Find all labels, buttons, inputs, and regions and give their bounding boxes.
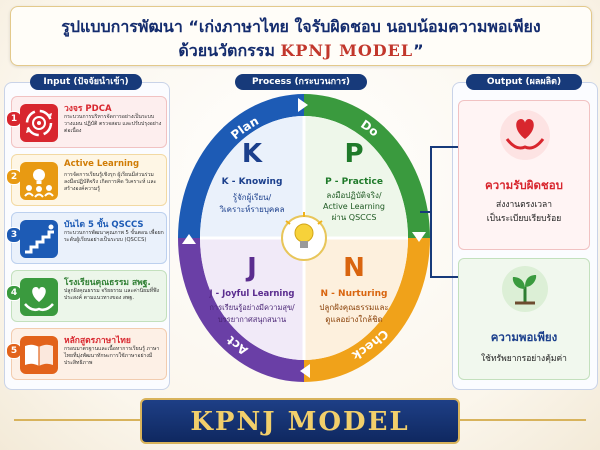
output-title-sufficiency: ความพอเพียง — [490, 330, 558, 344]
act-ring-segment — [178, 238, 304, 382]
input-item-thai-curriculum: 5 หลักสูตรภาษาไทย กรอบมาตรฐานและเนื้อหาก… — [6, 328, 167, 380]
input-number-2: 2 — [6, 169, 22, 185]
input-desc-thai-curriculum: กรอบมาตรฐานและเนื้อหาการเรียนรู้ ภาษาไทย… — [64, 346, 160, 366]
title-line-2: ด้วยนวัตกรรม KPNJ MODEL” — [11, 39, 591, 64]
input-item-pdca: 1 วงจร PDCA กระบวนการบริหารจัดการอย่างเป… — [6, 96, 167, 148]
arrow-check-to-act-icon — [300, 364, 310, 378]
model-banner: KPNJ MODEL — [140, 398, 460, 444]
arrow-plan-to-do-icon — [298, 98, 308, 112]
pdca-cycle-diagram: Plan Do Check Act K K - Knowing รู้จักผู… — [178, 94, 430, 382]
n-desc-2: ดูแลอย่างใกล้ชิด — [325, 315, 382, 325]
k-quadrant — [200, 116, 304, 238]
heart-in-hands-icon — [500, 110, 550, 160]
n-letter: N — [343, 253, 365, 283]
input-title-thai-curriculum: หลักสูตรภาษาไทย — [64, 336, 131, 346]
process-header: Process (กระบวนการ) — [235, 74, 367, 90]
input-desc-moral-school: ปลูกฝังคุณธรรม จริยธรรม และค่านิยมที่พึง… — [64, 288, 160, 301]
heart-hands-icon — [20, 278, 58, 316]
p-desc-1: ลงมือปฏิบัติจริง/ — [326, 191, 382, 200]
stairs-icon — [20, 220, 58, 258]
j-desc-1: การเรียนรู้อย่างมีความสุข/ — [209, 303, 295, 312]
input-title-pdca: วงจร PDCA — [64, 104, 112, 114]
input-desc-qsccs: กระบวนการพัฒนาคุณภาพ 5 ขั้นตอน เพื่อยกระ… — [64, 230, 164, 243]
k-letter: K — [242, 139, 263, 169]
title-line-2-prefix: ด้วยนวัตกรรม — [178, 41, 275, 60]
output-desc-responsibility-2: เป็นระเบียบเรียบร้อย — [486, 214, 562, 224]
arrow-do-to-check-icon — [412, 232, 426, 242]
k-desc-2: วิเคราะห์รายบุคคล — [219, 204, 285, 214]
bracket-bottom-arm — [430, 276, 458, 278]
title-box: รูปแบบการพัฒนา “เก่งภาษาไทย ใจรับผิดชอบ … — [10, 6, 592, 66]
plan-ring-segment — [178, 94, 304, 238]
j-name: J - Joyful Learning — [209, 289, 295, 299]
sprout-icon — [502, 266, 548, 312]
p-desc-2: Active Learning — [323, 202, 385, 211]
gears-cycle-icon — [20, 104, 58, 142]
j-quadrant — [200, 238, 304, 360]
title-line-2-suffix: ” — [413, 41, 424, 60]
input-item-active-learning: 2 Active Learning การจัดการเรียนรู้เชิงร… — [6, 154, 167, 206]
k-name: K - Knowing — [222, 177, 283, 187]
output-item-sufficiency: ความพอเพียง ใช้ทรัพยากรอย่างคุ้มค่า — [458, 258, 590, 380]
input-title-qsccs: บันได 5 ขั้น QSCCS — [64, 220, 144, 230]
input-item-qsccs: 3 บันได 5 ขั้น QSCCS กระบวนการพัฒนาคุณภา… — [6, 212, 167, 264]
p-desc-3: ผ่าน QSCCS — [332, 213, 377, 222]
banner-right-ornament — [460, 419, 586, 421]
n-name: N - Nurturing — [321, 289, 388, 299]
output-desc-responsibility-1: ส่งงานตรงเวลา — [496, 200, 552, 210]
k-desc-1: รู้จักผู้เรียน/ — [233, 193, 272, 203]
lightbulb-icon — [281, 212, 327, 261]
title-model-name: KPNJ MODEL — [280, 41, 414, 60]
bracket-top-arm — [430, 146, 458, 148]
input-header: Input (ปัจจัยนำเข้า) — [30, 74, 142, 90]
title-line-1: รูปแบบการพัฒนา “เก่งภาษาไทย ใจรับผิดชอบ … — [61, 17, 541, 36]
j-letter: J — [245, 253, 257, 283]
input-item-moral-school: 4 โรงเรียนคุณธรรม สพฐ. ปลูกฝังคุณธรรม จร… — [6, 270, 167, 322]
n-desc-1: ปลูกฝังคุณธรรมและ — [319, 303, 388, 313]
do-ring-segment — [304, 94, 430, 238]
input-desc-active-learning: การจัดการเรียนรู้เชิงรุก ผู้เรียนมีส่วนร… — [64, 172, 157, 192]
lightbulb-team-icon — [20, 162, 58, 200]
output-desc-sufficiency: ใช้ทรัพยากรอย่างคุ้มค่า — [481, 354, 567, 364]
bracket-center-arm — [420, 211, 432, 213]
banner-left-ornament — [14, 419, 140, 421]
input-title-active-learning: Active Learning — [64, 159, 140, 169]
banner-title: KPNJ MODEL — [190, 407, 410, 437]
check-ring-segment — [304, 238, 430, 382]
open-book-icon — [20, 336, 58, 374]
output-header: Output (ผลผลิต) — [466, 74, 582, 90]
output-item-responsibility: ความรับผิดชอบ ส่งงานตรงเวลา เป็นระเบียบเ… — [458, 100, 590, 250]
n-quadrant — [304, 238, 408, 360]
arrow-act-to-plan-icon — [182, 234, 196, 244]
p-quadrant — [304, 116, 408, 238]
input-title-moral-school: โรงเรียนคุณธรรม สพฐ. — [64, 278, 151, 288]
p-name: P - Practice — [325, 177, 383, 187]
p-letter: P — [344, 139, 363, 169]
j-desc-2: บรรยากาศสนุกสนาน — [218, 315, 286, 324]
input-desc-pdca: กระบวนการบริหารจัดการอย่างเป็นระบบ วางแผ… — [64, 114, 162, 134]
output-title-responsibility: ความรับผิดชอบ — [485, 178, 563, 192]
